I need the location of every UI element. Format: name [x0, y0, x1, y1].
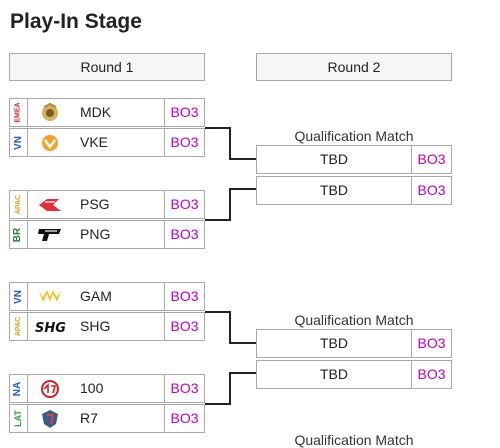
bracket-connector — [229, 188, 231, 221]
slot-name: TBD — [320, 182, 348, 198]
bracket-connector — [205, 219, 230, 221]
round-2-header: Round 2 — [256, 53, 452, 81]
region-tag: BR — [10, 221, 28, 248]
bracket-connector — [205, 403, 230, 405]
round-1-header: Round 1 — [9, 53, 205, 81]
bracket-connector — [229, 342, 256, 344]
match-format: BO3 — [411, 177, 451, 204]
team-name: SHG — [80, 318, 111, 334]
match-label: Qualification Match — [294, 128, 414, 144]
team-row-psg[interactable]: APAC PSG BO3 — [9, 190, 205, 219]
team-row-gam[interactable]: VN GAM BO3 — [9, 282, 205, 311]
region-tag: VN — [10, 283, 28, 310]
bracket-connector — [229, 372, 256, 374]
match-format: BO3 — [164, 375, 204, 402]
team-row-png[interactable]: BR PNG BO3 — [9, 220, 205, 249]
match-format: BO3 — [411, 146, 451, 173]
match-format: BO3 — [164, 283, 204, 310]
tbd-slot[interactable]: TBD BO3 — [256, 145, 452, 174]
team-row-100[interactable]: NA 100 BO3 — [9, 374, 205, 403]
match-label: Qualification Match — [294, 432, 414, 448]
bracket-connector — [205, 311, 230, 313]
team-name: 100 — [80, 380, 104, 396]
match-format: BO3 — [164, 191, 204, 218]
region-tag: NA — [10, 375, 28, 402]
region-tag: APAC — [10, 313, 28, 340]
page-title: Play-In Stage — [10, 10, 142, 33]
region-tag: LAT — [10, 405, 28, 432]
match-format: BO3 — [411, 361, 451, 388]
region-tag: EMEA — [10, 99, 28, 126]
team-name: PNG — [80, 226, 111, 242]
shg-logo-icon: SHG — [34, 317, 74, 337]
match-format: BO3 — [411, 330, 451, 357]
region-tag: VN — [10, 129, 28, 156]
tbd-slot[interactable]: TBD BO3 — [256, 360, 452, 389]
tbd-slot[interactable]: TBD BO3 — [256, 329, 452, 358]
vke-logo-icon — [36, 133, 64, 153]
match-label: Qualification Match — [294, 312, 414, 328]
match-format: BO3 — [164, 221, 204, 248]
100-logo-icon — [36, 379, 64, 399]
team-row-vke[interactable]: VN VKE BO3 — [9, 128, 205, 157]
match-format: BO3 — [164, 99, 204, 126]
team-name: VKE — [80, 134, 109, 150]
match-format: BO3 — [164, 129, 204, 156]
bracket-connector — [229, 158, 256, 160]
team-name: PSG — [80, 196, 110, 212]
team-name: R7 — [80, 410, 98, 426]
psg-logo-icon — [36, 195, 64, 215]
tbd-slot[interactable]: TBD BO3 — [256, 176, 452, 205]
bracket-connector — [229, 372, 231, 405]
slot-name: TBD — [320, 335, 348, 351]
team-name: MDK — [80, 104, 112, 120]
slot-name: TBD — [320, 366, 348, 382]
team-name: GAM — [80, 288, 112, 304]
bracket-connector — [229, 127, 231, 160]
region-tag: APAC — [10, 191, 28, 218]
slot-name: TBD — [320, 151, 348, 167]
bracket-connector — [229, 188, 256, 190]
gam-logo-icon — [36, 287, 64, 307]
bracket-connector — [229, 311, 231, 344]
mdk-logo-icon — [36, 103, 64, 123]
r7-logo-icon — [36, 409, 64, 429]
bracket-connector — [205, 127, 230, 129]
team-row-mdk[interactable]: EMEA MDK BO3 — [9, 98, 205, 127]
match-format: BO3 — [164, 405, 204, 432]
svg-text:SHG: SHG — [35, 321, 66, 335]
png-logo-icon — [36, 225, 64, 245]
team-row-r7[interactable]: LAT R7 BO3 — [9, 404, 205, 433]
match-format: BO3 — [164, 313, 204, 340]
team-row-shg[interactable]: APAC SHG SHG BO3 — [9, 312, 205, 341]
